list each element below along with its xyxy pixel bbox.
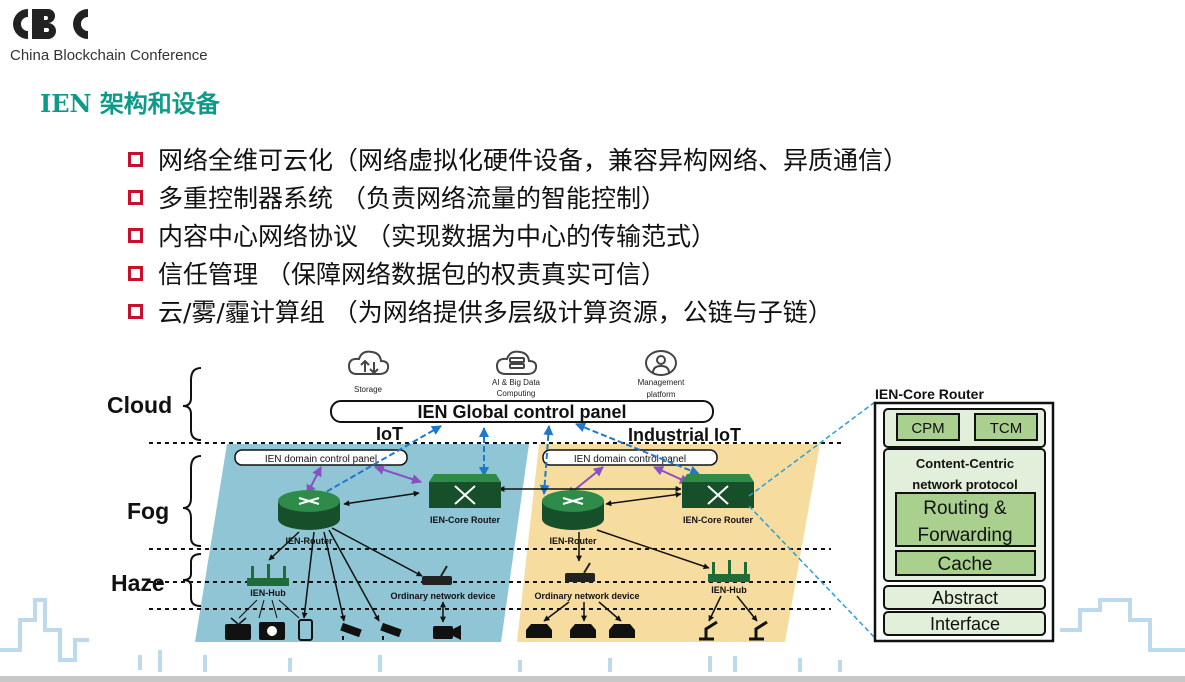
logo-subtitle: China Blockchain Conference	[10, 47, 208, 64]
bullet-list: 网络全维可云化（网络虚拟化硬件设备，兼容异构网络、异质通信） 多重控制器系统 （…	[128, 140, 908, 330]
core-box-title: IEN-Core Router	[875, 386, 984, 402]
ien-architecture-diagram: Cloud Fog Haze Storage AI & Big Data Com…	[89, 346, 1060, 648]
bullet-square-icon	[128, 227, 143, 243]
layer-braces	[182, 367, 202, 607]
link-hub-robot-2	[736, 595, 758, 622]
ordinary-device-left-label: Ordinary network device	[390, 591, 495, 601]
industrial-iot-label: Industrial IoT	[628, 425, 741, 445]
ccn-label-line1: Content-Centric	[916, 456, 1014, 471]
layer-label-cloud: Cloud	[107, 392, 172, 418]
link-router-device-left-1	[301, 531, 315, 619]
storage-icon	[347, 350, 390, 375]
bullet-item: 信任管理 （保障网络数据包的权责真实可信）	[128, 254, 908, 292]
interface-box	[883, 611, 1046, 636]
security-camera-icon	[340, 622, 362, 640]
security-camera-icon	[380, 622, 402, 640]
management-label-line1: Management	[638, 378, 685, 387]
tcm-label: TCM	[990, 420, 1023, 437]
tv-icon	[225, 617, 251, 640]
domain-control-panel-left	[234, 449, 408, 466]
link-router-ordinary-left	[331, 527, 423, 577]
layer-label-fog: Fog	[127, 498, 169, 524]
ien-hub-right-label: IEN-Hub	[711, 585, 747, 595]
routing-label-line1: Routing &	[923, 498, 1007, 519]
domain-control-panel-right-label: IEN domain control panel	[574, 454, 686, 465]
robot-arm-icon	[749, 620, 768, 641]
link-ordinary-car-3	[598, 601, 622, 622]
ien-hub-left-icon	[247, 564, 289, 586]
routing-forwarding-box	[895, 492, 1036, 547]
link-ordinary-car-1	[543, 601, 570, 622]
camera-icon	[259, 622, 285, 640]
storage-label: Storage	[354, 385, 383, 394]
bullet-square-icon	[128, 265, 143, 281]
bottom-bar	[0, 676, 1185, 682]
link-panel-router-left	[306, 466, 322, 495]
phone-icon	[298, 619, 313, 641]
interface-label: Interface	[930, 614, 1000, 634]
core-router-left-label: IEN-Core Router	[430, 515, 501, 525]
layer-label-haze: Haze	[111, 570, 165, 596]
core-router-right-icon	[682, 474, 754, 508]
car-icon	[609, 624, 635, 638]
car-icon	[570, 624, 596, 638]
ien-router-right-icon	[542, 490, 604, 530]
global-control-panel-label: IEN Global control panel	[417, 402, 626, 422]
link-global-core-right	[575, 422, 700, 476]
link-router-to-global	[318, 425, 442, 497]
ai-bigdata-label-line1: AI & Big Data	[492, 378, 541, 387]
zoom-lines	[748, 401, 876, 639]
slide-title: IEN 架构和设备	[40, 89, 220, 118]
video-camera-icon	[433, 625, 461, 640]
bullet-item: 多重控制器系统 （负责网络流量的智能控制）	[128, 178, 908, 216]
link-router-core-left	[343, 490, 420, 507]
hub-left-fanout	[238, 599, 300, 619]
link-router-device-left-3	[328, 529, 380, 622]
bullet-item: 云/雾/霾计算组 （为网络提供多层级计算资源，公链与子链）	[128, 292, 908, 330]
management-label-line2: platform	[647, 390, 676, 399]
link-global-router-right	[539, 425, 554, 495]
tcm-box	[974, 413, 1038, 441]
ien-hub-right-icon	[708, 560, 750, 582]
bullet-square-icon	[128, 303, 143, 319]
bullet-item: 内容中心网络协议 （实现数据为中心的传输范式）	[128, 216, 908, 254]
ordinary-device-right-label: Ordinary network device	[534, 591, 639, 601]
ien-router-right-label: IEN-Router	[550, 536, 597, 546]
bullet-square-icon	[128, 189, 143, 205]
core-router-right-label: IEN-Core Router	[683, 515, 754, 525]
ai-bigdata-icon	[495, 350, 538, 375]
abstract-box	[883, 585, 1046, 610]
cpm-label: CPM	[911, 420, 944, 437]
ai-bigdata-label-line2: Computing	[497, 389, 536, 398]
ccn-label-line2: network protocol	[912, 477, 1017, 492]
link-router-hub-left	[268, 531, 300, 561]
link-hub-robot-1	[708, 595, 722, 622]
core-router-left-icon	[429, 474, 501, 508]
domain-control-panel-left-label: IEN domain control panel	[265, 454, 377, 465]
link-panel-core-left	[374, 465, 422, 484]
cache-label: Cache	[938, 554, 993, 575]
car-icon	[526, 624, 552, 638]
global-control-panel	[330, 400, 714, 423]
ien-hub-left-label: IEN-Hub	[250, 588, 286, 598]
ien-router-left-label: IEN-Router	[286, 536, 333, 546]
abstract-label: Abstract	[932, 588, 998, 608]
link-router-device-left-2	[323, 531, 346, 622]
routing-label-line2: Forwarding	[917, 525, 1012, 546]
link-router-core-right	[605, 491, 682, 507]
robot-arm-icon	[699, 620, 718, 641]
bullet-square-icon	[128, 151, 143, 167]
ordinary-device-right-icon	[565, 562, 595, 582]
ordinary-device-left-icon	[422, 565, 452, 585]
management-platform-icon	[645, 350, 677, 376]
link-router-hub-right	[596, 529, 710, 570]
cbc-logo	[13, 9, 88, 39]
skyline-decoration	[0, 598, 1185, 672]
bullet-item: 网络全维可云化（网络虚拟化硬件设备，兼容异构网络、异质通信）	[128, 140, 908, 178]
cpm-box	[896, 413, 960, 441]
ien-router-left-icon	[278, 490, 340, 530]
cache-box	[895, 550, 1036, 576]
iot-label: IoT	[376, 424, 403, 444]
